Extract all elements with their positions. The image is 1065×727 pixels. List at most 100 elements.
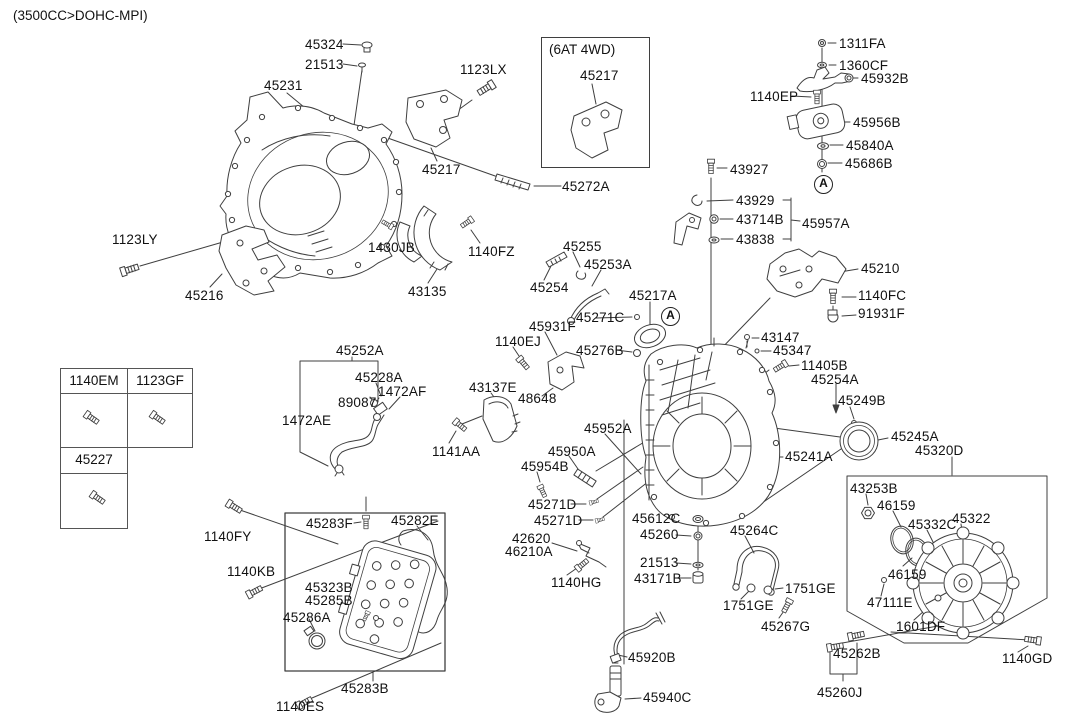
part-label-45283b: 45283B: [341, 681, 389, 696]
part-label-45253a: 45253A: [584, 257, 632, 272]
part-label-1141aa: 1141AA: [432, 444, 481, 459]
part-label-42620: 42620: [512, 531, 551, 546]
part-label-1123lx: 1123LX: [460, 62, 507, 77]
part-label-89087: 89087: [338, 395, 377, 410]
bolt-43927-icon: [707, 158, 715, 175]
part-label-45324: 45324: [305, 37, 344, 52]
part-label-1311fa: 1311FA: [839, 36, 886, 51]
part-label-1140hg: 1140HG: [551, 575, 602, 590]
part-label-45612c: 45612C: [632, 511, 681, 526]
part-label-91931f: 91931F: [858, 306, 905, 321]
part-label-45840a: 45840A: [846, 138, 894, 153]
bracket-45216-drawing: [218, 225, 286, 296]
callout-marker-a: A: [661, 307, 680, 326]
table-header-1123gf: 1123GF: [127, 368, 193, 394]
part-label-45271c: 45271C: [576, 310, 625, 325]
inset-box-6at-4wd: (6AT 4WD): [541, 37, 650, 168]
part-label-43929: 43929: [736, 193, 775, 208]
part-label-45255: 45255: [563, 239, 602, 254]
part-label-1430jb: 1430JB: [368, 240, 415, 255]
part-label-45260j: 45260J: [817, 685, 863, 700]
inset-box-label: (6AT 4WD): [549, 42, 616, 57]
drain-plug-group: [692, 515, 704, 584]
part-label-45260: 45260: [640, 527, 679, 542]
bracket-46210a-drawing: [576, 540, 607, 568]
part-label-45932b: 45932B: [861, 71, 909, 86]
part-label-45228a: 45228A: [355, 370, 403, 385]
part-label-46159: 46159: [877, 498, 916, 513]
part-label-46159: 46159: [888, 567, 927, 582]
pin-43147-icon: [744, 334, 750, 340]
bolt-45267g-icon: [780, 597, 794, 615]
case-45241a-drawing: [634, 323, 781, 527]
part-label-45332c: 45332C: [908, 517, 957, 532]
part-label-45276b: 45276B: [576, 343, 624, 358]
part-label-43838: 43838: [736, 232, 775, 247]
part-label-45252a: 45252A: [336, 343, 384, 358]
mount-45956b-group: [786, 39, 854, 169]
part-label-45286a: 45286A: [283, 610, 331, 625]
bracket-48648-drawing: [547, 351, 585, 391]
bracket-45217-drawing: [405, 89, 463, 148]
part-label-1140fz: 1140FZ: [468, 244, 515, 259]
pin-47111e-icon: [881, 577, 887, 583]
part-label-43137e: 43137E: [469, 380, 517, 395]
part-label-21513: 21513: [640, 555, 679, 570]
part-label-43147: 43147: [761, 330, 800, 345]
part-label-45954b: 45954B: [521, 459, 569, 474]
part-label-46210a: 46210A: [505, 544, 553, 559]
part-label-1140fc: 1140FC: [858, 288, 907, 303]
screw-21513-icon: [358, 62, 366, 73]
part-label-1140ej: 1140EJ: [495, 334, 541, 349]
hose-45252a-group: [329, 396, 388, 477]
part-label-45241a: 45241A: [785, 449, 833, 464]
part-label-1140es: 1140ES: [276, 699, 325, 714]
part-label-43927: 43927: [730, 162, 769, 177]
plug-45324-icon: [361, 41, 373, 53]
rear-cover-45322-drawing: [906, 526, 1020, 640]
part-label-1472af: 1472AF: [378, 384, 427, 399]
callout-marker-a: A: [814, 175, 833, 194]
part-label-45282e: 45282E: [391, 513, 439, 528]
part-label-43135: 43135: [408, 284, 447, 299]
bolt-1140ep-icon: [813, 89, 821, 105]
table-cell-bolt-1123gf: [127, 393, 193, 448]
part-label-11405b: 11405B: [801, 358, 848, 373]
valve-body-box: [284, 512, 446, 672]
part-label-45323b: 45323B: [305, 580, 353, 595]
part-label-48648: 48648: [518, 391, 557, 406]
part-label-1140ep: 1140EP: [750, 89, 799, 104]
bracket-45210-drawing: [766, 248, 847, 298]
part-label-1472ae: 1472AE: [282, 413, 332, 428]
part-label-21513: 21513: [305, 57, 344, 72]
bolt-1601df-icon: [934, 594, 942, 602]
part-label-1123ly: 1123LY: [112, 232, 158, 247]
part-label-47111e: 47111E: [867, 595, 913, 610]
hose-45264c-drawing: [732, 545, 780, 596]
part-label-45931f: 45931F: [529, 319, 576, 334]
part-label-1751ge: 1751GE: [785, 581, 836, 596]
bolt-1123lx-icon: [475, 79, 497, 98]
part-label-45217: 45217: [580, 68, 619, 83]
clamp-45286a-icon: [303, 625, 326, 650]
part-label-45950a: 45950A: [548, 444, 596, 459]
part-label-45285b: 45285B: [305, 593, 353, 608]
part-label-45267g: 45267G: [761, 619, 811, 634]
arrowhead-45254a: [832, 404, 840, 414]
bolt-1140fy-icon: [224, 498, 244, 515]
part-label-45217a: 45217A: [629, 288, 677, 303]
part-label-1601df: 1601DF: [896, 619, 946, 634]
pin-45347-icon: [754, 348, 760, 354]
part-label-45271d: 45271D: [528, 497, 577, 512]
part-label-1751ge: 1751GE: [723, 598, 774, 613]
washer-45285b-icon: [373, 615, 379, 621]
bolt-11405b-icon: [772, 359, 789, 374]
part-label-45217: 45217: [422, 162, 461, 177]
part-label-43714b: 43714B: [736, 212, 784, 227]
part-label-45272a: 45272A: [562, 179, 610, 194]
part-label-45952a: 45952A: [584, 421, 632, 436]
bolt-1140ej-icon: [515, 354, 531, 372]
lever-43838-group: [673, 194, 720, 246]
